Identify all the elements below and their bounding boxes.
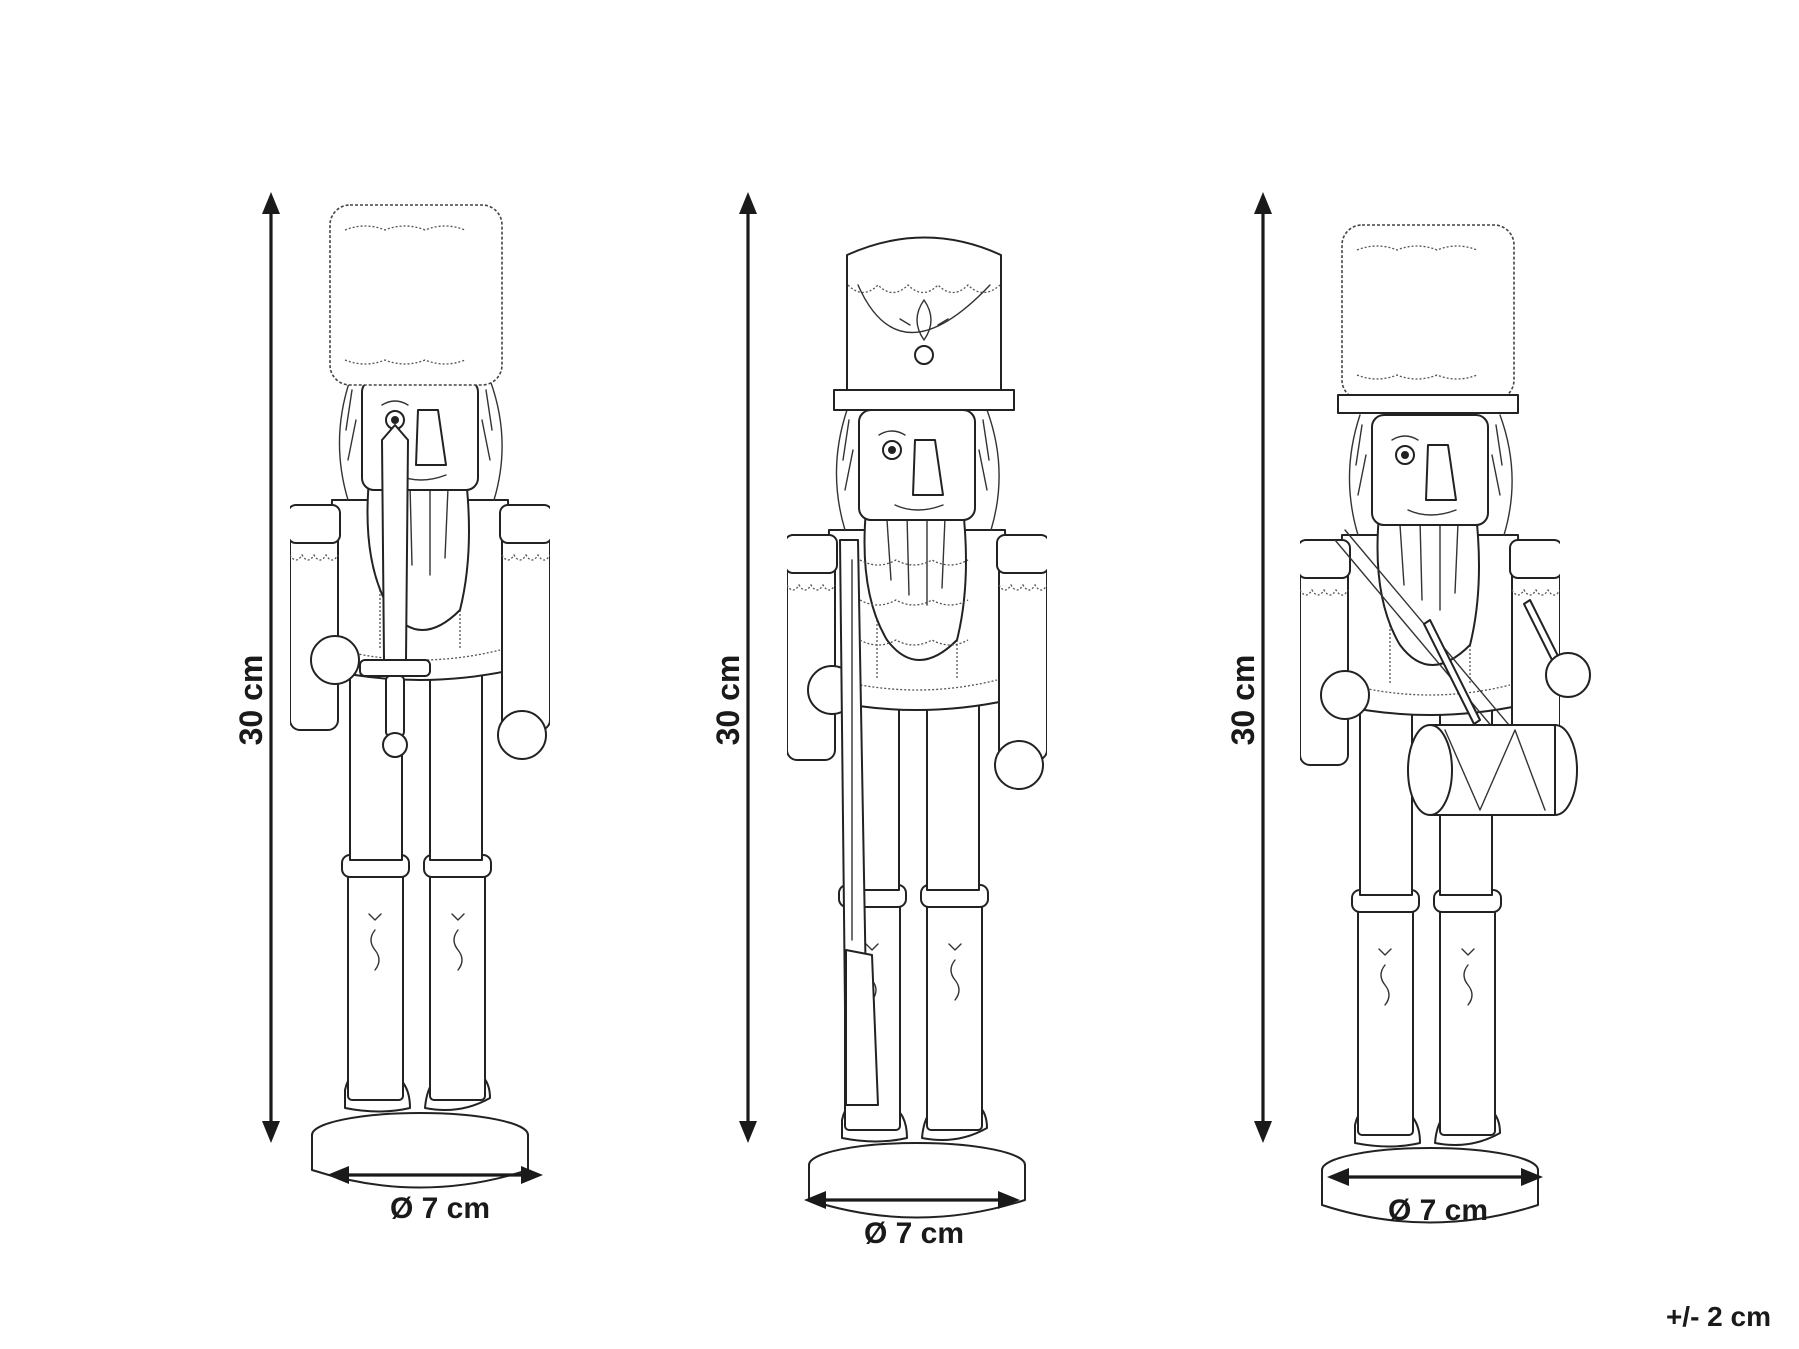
height-label-1: 30 cm xyxy=(233,655,269,746)
diameter-dimension-3: Ø 7 cm xyxy=(1327,1168,1543,1227)
shako-hat xyxy=(833,236,1015,411)
diameter-label-3: Ø 7 cm xyxy=(1388,1194,1488,1227)
height-label-2: 30 cm xyxy=(710,655,746,746)
rifle xyxy=(839,539,879,1106)
fur-hat xyxy=(329,204,503,386)
figure-soldier-rifle xyxy=(787,236,1047,1219)
drum xyxy=(1407,724,1578,816)
diameter-label-2: Ø 7 cm xyxy=(864,1217,964,1250)
tolerance-note: +/- 2 cm xyxy=(1665,1301,1771,1332)
height-label-3: 30 cm xyxy=(1225,655,1261,746)
diameter-dimension-1: Ø 7 cm xyxy=(327,1166,543,1225)
figure-drummer xyxy=(1300,224,1591,1224)
height-dimension-1: 30 cm xyxy=(233,192,280,1143)
height-dimension-2: 30 cm xyxy=(710,192,757,1143)
height-dimension-3: 30 cm xyxy=(1225,192,1272,1143)
diameter-label-1: Ø 7 cm xyxy=(390,1192,490,1225)
sword xyxy=(359,424,431,758)
figure-guard-sword xyxy=(290,204,550,1189)
diameter-dimension-2: Ø 7 cm xyxy=(804,1191,1020,1250)
fur-hat xyxy=(1341,224,1515,401)
